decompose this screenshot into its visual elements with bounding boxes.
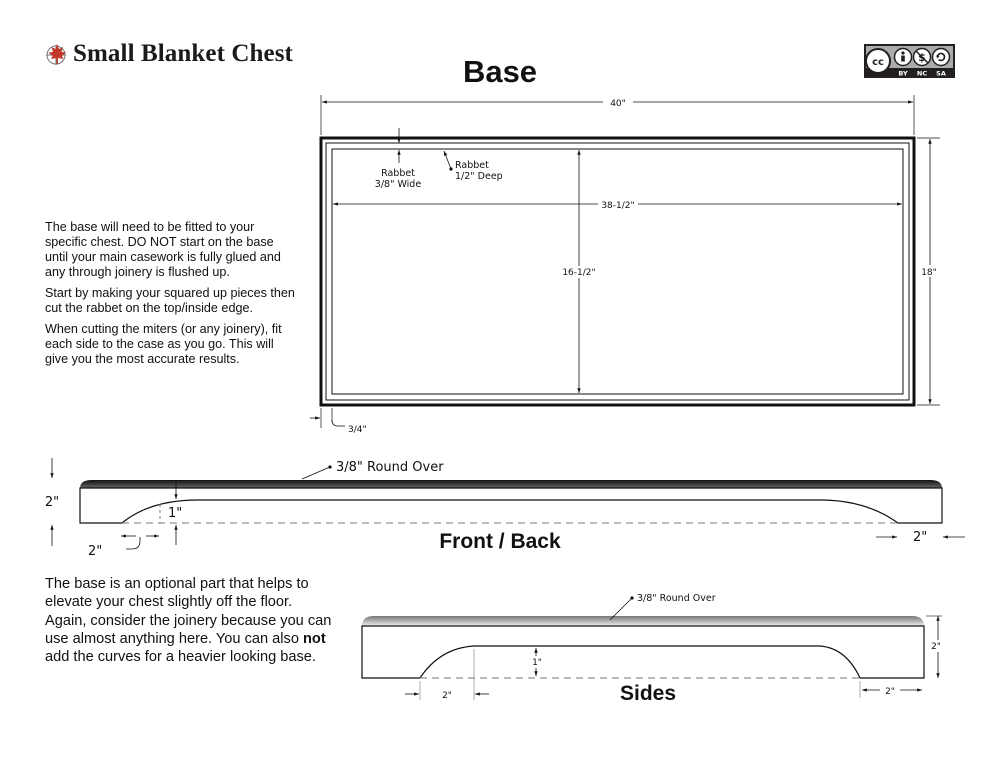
front-back-view: 3/8" Round Over 2" 1" 2" 2" Front / Back: [45, 458, 965, 559]
note-paragraph: The base will need to be fitted to your …: [45, 220, 281, 279]
sides-curve-depth-label: 1": [532, 658, 542, 668]
brand: Small Blanket Chest: [45, 40, 293, 68]
sides-title: Sides: [620, 682, 676, 705]
brand-title: Small Blanket Chest: [73, 40, 293, 67]
rabbet-depth-label-line2: 1/2" Deep: [455, 171, 503, 182]
svg-text:cc: cc: [872, 57, 884, 68]
rabbet-width-label-line1: Rabbet: [381, 168, 415, 179]
sides-foot-right-label: 2": [885, 687, 895, 697]
front-back-roundover-note: 3/8" Round Over: [336, 460, 444, 475]
outer-frame: [319, 136, 916, 407]
sides-profile: [361, 625, 925, 679]
front-back-height-label: 2": [45, 495, 59, 510]
front-back-curve-depth-label: 1": [168, 506, 182, 521]
inner-opening: [331, 148, 904, 395]
note-paragraph: Start by making your squared up pieces t…: [45, 286, 295, 315]
note-paragraph: The base is an optional part that helps …: [45, 576, 332, 666]
sides-view: 3/8" Round Over 2" 1" 2" 2" Sides: [361, 593, 946, 705]
license-nc-label: NC: [917, 70, 927, 78]
cc-icon: [865, 48, 891, 74]
front-back-foot-right-label: 2": [913, 530, 927, 545]
sides-height-label: 2": [931, 642, 941, 652]
maple-leaf-icon: [46, 44, 66, 65]
sides-roundover-edge: [362, 616, 924, 626]
rabbet-width-label-line2: 3/8" Wide: [375, 179, 422, 190]
cc-license-badge: cc $ BY NC SA: [864, 44, 955, 78]
overall-width-label: 40": [610, 99, 626, 109]
sides-foot-left-label: 2": [442, 691, 452, 701]
front-back-roundover-edge: [80, 480, 942, 488]
front-back-title: Front / Back: [439, 530, 561, 553]
plan-view: 40" 18" 38-1/2" 16-1/2" Rabbet 3/8" Wide…: [310, 95, 941, 435]
page-title: Base: [462, 54, 538, 89]
overall-depth-label: 18": [921, 268, 937, 278]
front-back-foot-left-label: 2": [88, 544, 102, 559]
note-paragraph: When cutting the miters (or any joinery)…: [45, 322, 282, 366]
sharealike-icon: [931, 47, 951, 67]
notes-top: The base will need to be fitted to your …: [45, 220, 295, 373]
inner-depth-label: 16-1/2": [562, 268, 595, 278]
notes-bottom: The base is an optional part that helps …: [45, 575, 335, 666]
rabbet-edge: [325, 142, 910, 401]
license-sa-label: SA: [936, 70, 946, 78]
license-by-label: BY: [898, 70, 908, 78]
stock-thickness-label: 3/4": [348, 425, 367, 435]
inner-width-label: 38-1/2": [601, 201, 634, 211]
rabbet-depth-leader: [443, 150, 453, 171]
sides-roundover-note: 3/8" Round Over: [637, 593, 716, 604]
front-back-profile: [79, 487, 943, 524]
rabbet-depth-label-line1: Rabbet: [455, 160, 489, 171]
